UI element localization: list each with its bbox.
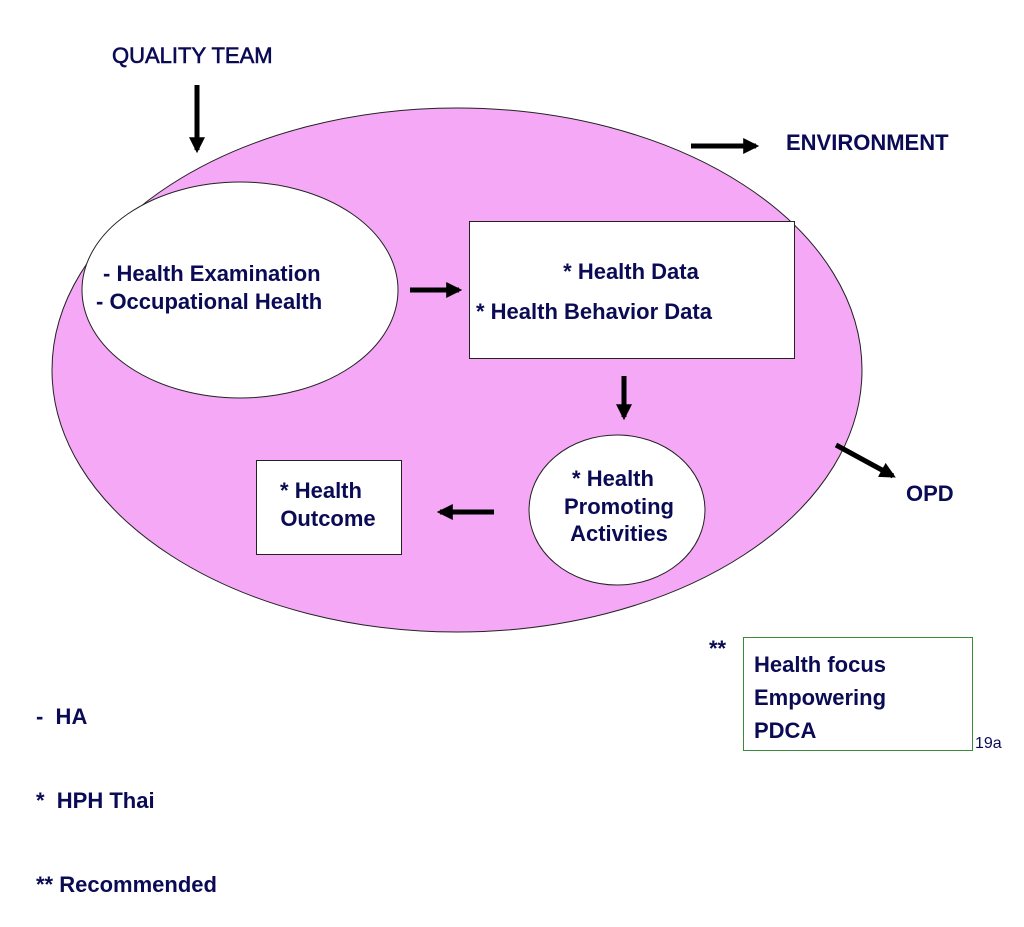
occupational-health-text: - Occupational Health bbox=[96, 288, 323, 314]
health-outcome-line1: * Health bbox=[280, 478, 362, 503]
activities-ellipse bbox=[528, 434, 706, 586]
legend: - HA * HPH Thai ** Recommended bbox=[36, 649, 217, 927]
quality-team-label: QUALITY TEAM bbox=[112, 43, 273, 69]
arrow-to-opd bbox=[834, 442, 896, 479]
activities-ellipse-text: * Health Promoting Activities bbox=[529, 465, 709, 548]
input-ellipse bbox=[81, 181, 399, 399]
health-promoting-line1: * Health bbox=[572, 466, 654, 491]
input-ellipse-text: - Health Examination - Occupational Heal… bbox=[96, 260, 396, 315]
health-promoting-line2: Promoting bbox=[564, 493, 674, 519]
health-focus-text: Health focus bbox=[754, 652, 887, 677]
health-data-box-text: * Health Data * Health Behavior Data bbox=[469, 258, 793, 325]
health-outcome-line2: Outcome bbox=[280, 505, 376, 531]
environment-label: ENVIRONMENT bbox=[786, 130, 949, 155]
recommended-box-text: Health focus Empowering PDCA bbox=[754, 648, 886, 747]
slide-number: 19a bbox=[975, 735, 1002, 752]
opd-label: OPD bbox=[906, 481, 954, 506]
recommended-box bbox=[743, 637, 973, 751]
legend-recommended: ** Recommended bbox=[36, 872, 217, 897]
legend-ha: - HA bbox=[36, 704, 88, 729]
health-outcome-text: * Health Outcome bbox=[256, 477, 400, 532]
recommended-marker: ** bbox=[709, 636, 727, 661]
legend-hph-thai: * HPH Thai bbox=[36, 788, 155, 813]
empowering-text: Empowering bbox=[754, 685, 887, 710]
health-outcome-box bbox=[256, 460, 402, 555]
health-behavior-data-text: * Health Behavior Data bbox=[476, 298, 712, 324]
pdca-text: PDCA bbox=[754, 718, 817, 743]
health-promoting-line3: Activities bbox=[570, 521, 668, 546]
health-examination-text: - Health Examination bbox=[103, 261, 321, 286]
health-data-text: * Health Data bbox=[563, 259, 699, 284]
health-data-box bbox=[469, 221, 795, 359]
